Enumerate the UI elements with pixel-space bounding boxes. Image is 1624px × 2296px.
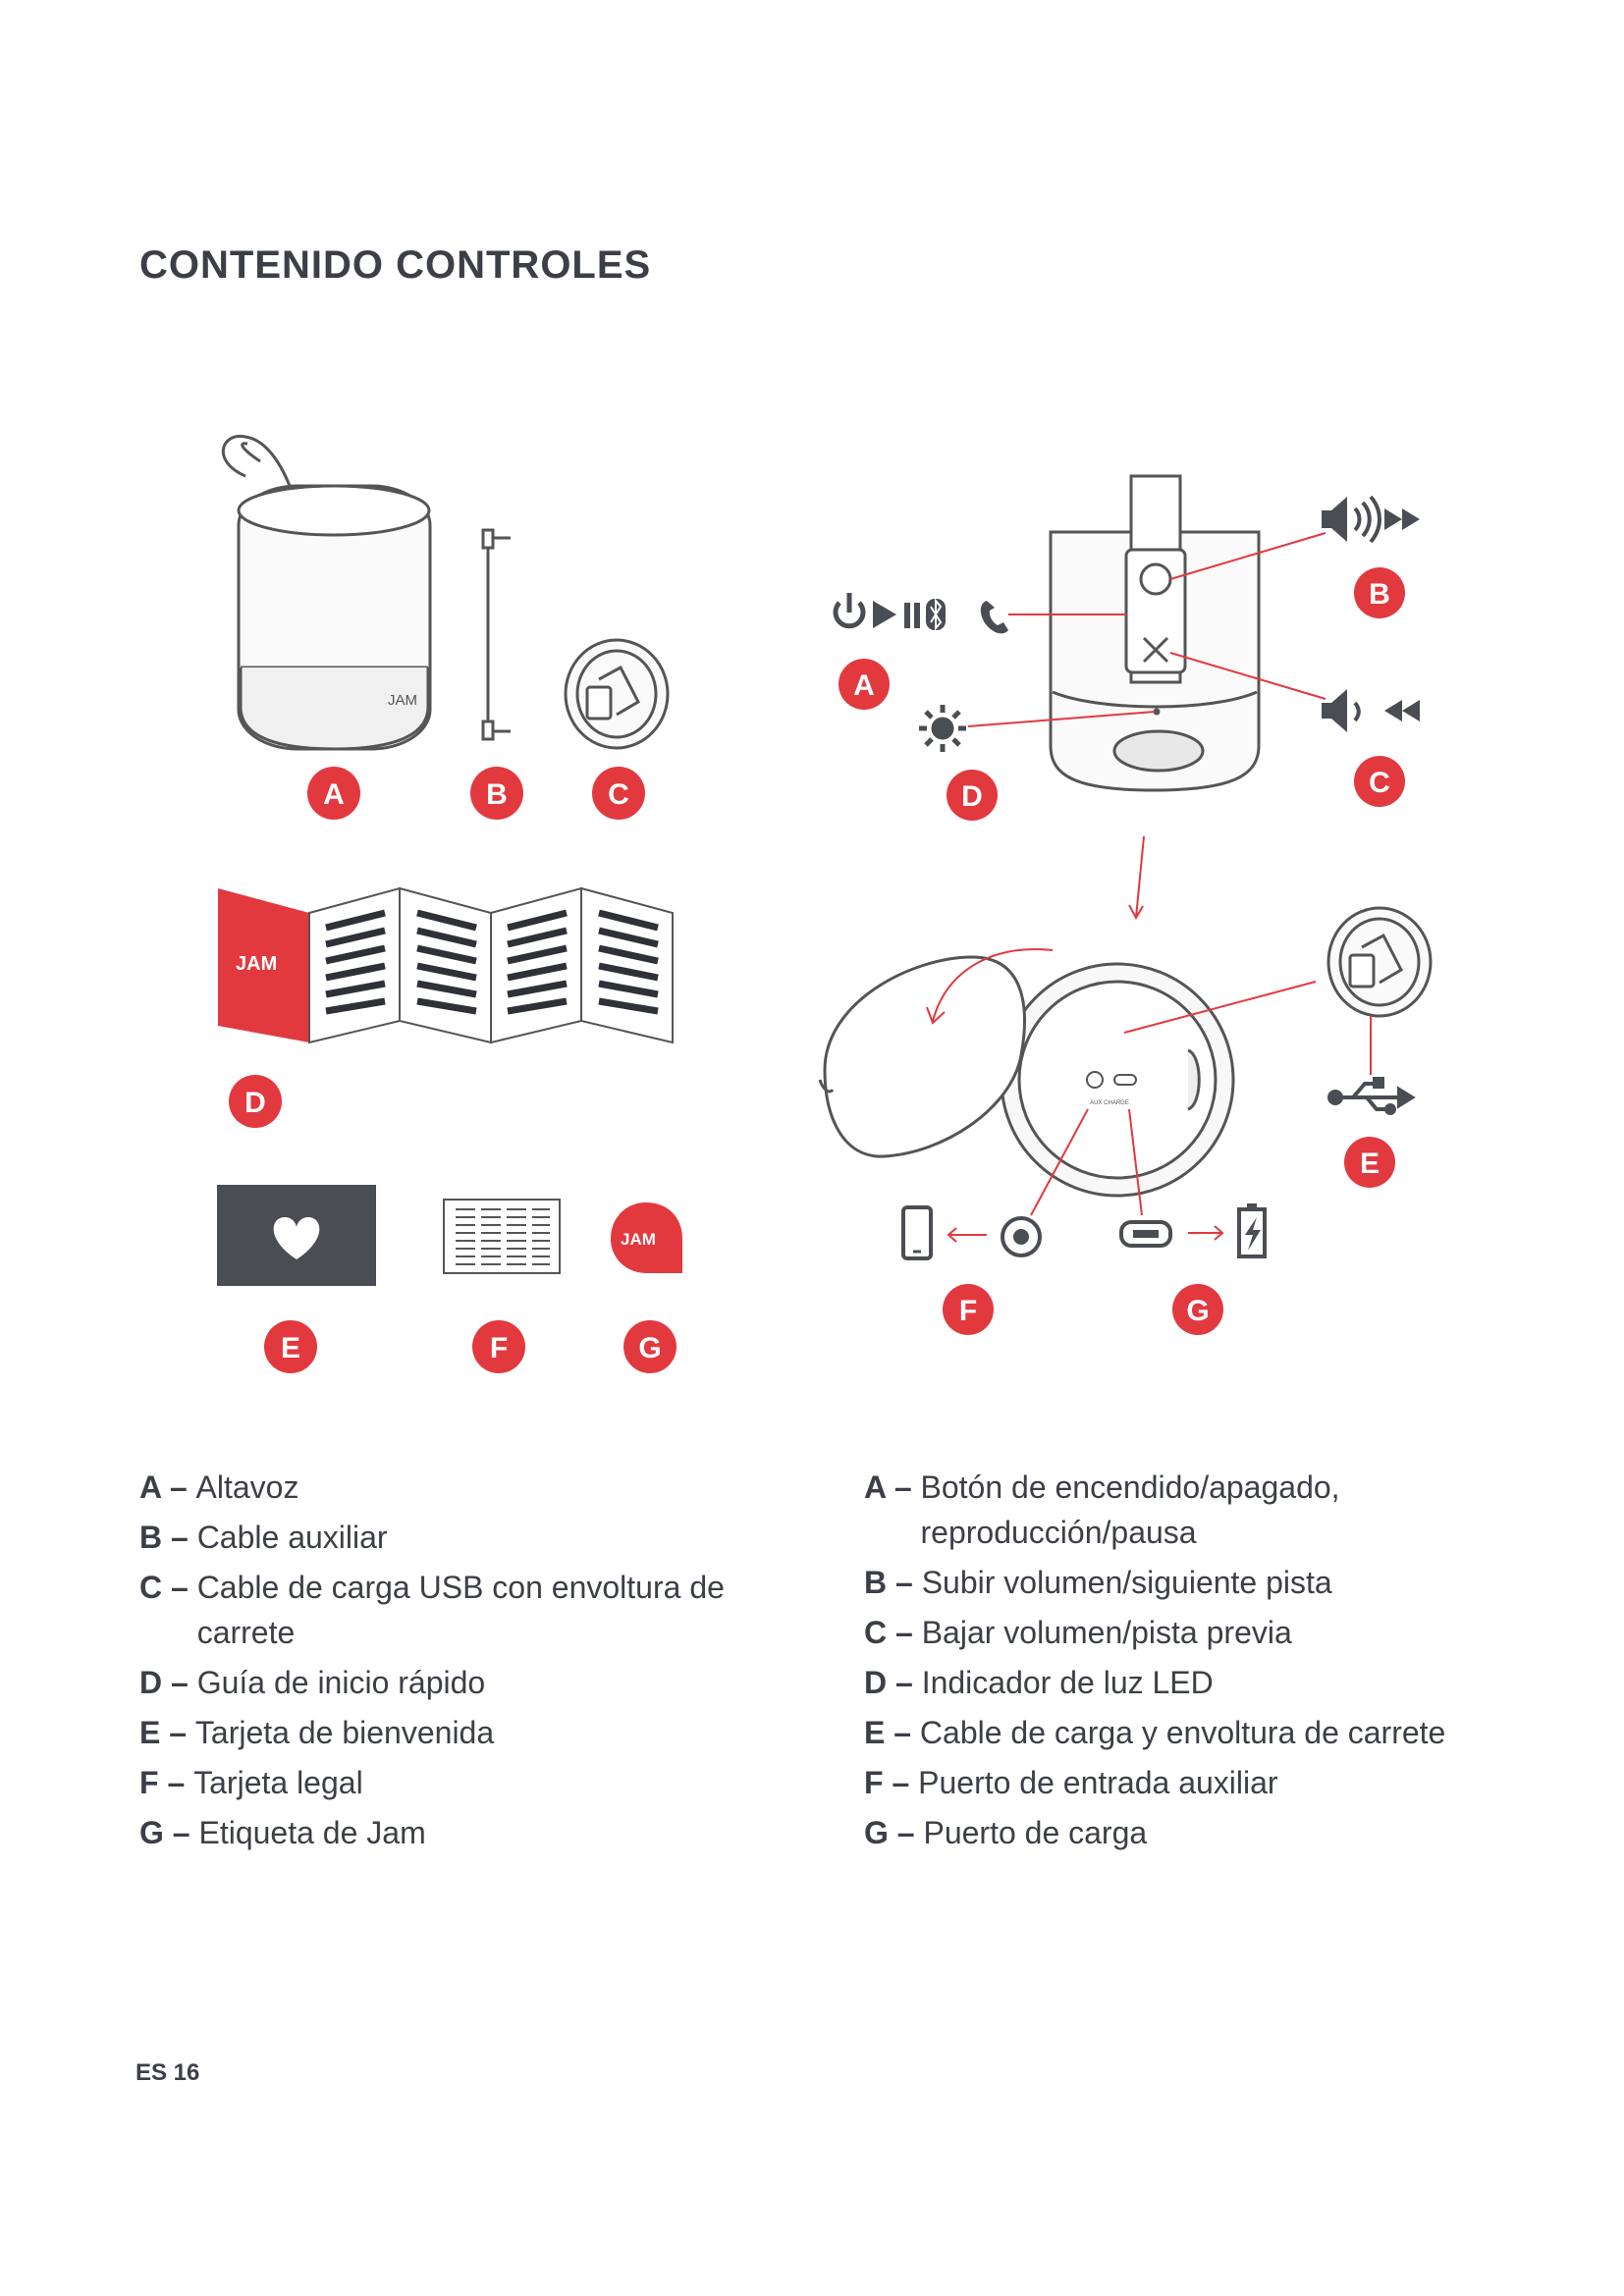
jam-label-icon: JAM (611, 1202, 682, 1273)
svg-text:E: E (281, 1332, 300, 1364)
badge-b: B (470, 767, 523, 820)
badge-a: A (307, 767, 360, 820)
heart-icon (217, 1185, 376, 1286)
legend-contents: A – Altavoz B – Cable auxiliar C – Cable… (139, 1465, 729, 1860)
label-logo: JAM (621, 1230, 656, 1249)
svg-text:C: C (1369, 767, 1390, 799)
speaker-side-view (1049, 474, 1261, 792)
badge-g: G (623, 1320, 677, 1373)
aux-port-icon (1001, 1216, 1042, 1257)
legend-item: B – Subir volumen/siguiente pista (864, 1565, 1332, 1600)
volume-down-icon (1322, 689, 1361, 732)
quick-start-guide-icon: JAM (218, 886, 674, 1044)
legend-controls: A – Botón de encendido/apagado, reproduc… (864, 1465, 1532, 1860)
badge-c-controls: C (1354, 756, 1405, 807)
svg-text:F: F (959, 1295, 977, 1327)
legend-item: E – Cable de carga y envoltura de carret… (864, 1715, 1446, 1750)
legend-item: D – Guía de inicio rápido (139, 1665, 486, 1700)
svg-text:G: G (638, 1332, 661, 1364)
usb-cable-reel-icon (564, 638, 670, 750)
legend-item: B – Cable auxiliar (139, 1520, 388, 1555)
legend-item: F – Tarjeta legal (139, 1765, 363, 1800)
guide-logo: JAM (236, 953, 277, 975)
svg-text:B: B (1369, 578, 1390, 611)
legend-item: D – Indicador de luz LED (864, 1665, 1214, 1700)
battery-icon (1237, 1203, 1267, 1258)
badge-b-controls: B (1354, 567, 1405, 618)
fast-forward-icon (1384, 508, 1420, 530)
svg-text:D: D (244, 1087, 266, 1119)
legend-item: F – Puerto de entrada auxiliar (864, 1765, 1278, 1800)
speaker-bottom-view (818, 955, 1235, 1198)
led-icon (919, 705, 966, 752)
play-icon (873, 601, 896, 628)
rewind-icon (1384, 700, 1420, 721)
phone-icon (980, 601, 1008, 634)
legend-item: G – Puerto de carga (864, 1815, 1148, 1850)
legend-item: A – Altavoz (139, 1469, 299, 1505)
legend-item: E – Tarjeta de bienvenida (139, 1715, 495, 1750)
speaker-icon (222, 435, 432, 751)
legend-item: C – Bajar volumen/pista previa (864, 1615, 1292, 1650)
speaker-logo: JAM (388, 692, 417, 709)
badge-d: D (229, 1075, 282, 1128)
smartphone-icon (901, 1205, 933, 1260)
power-icon (833, 593, 866, 629)
port-label: AUX CHARGE (1090, 1100, 1129, 1106)
volume-up-icon (1322, 495, 1381, 544)
pause-icon (904, 603, 920, 628)
charge-port-icon (1119, 1220, 1172, 1248)
svg-text:B: B (486, 778, 508, 811)
bluetooth-icon (926, 598, 946, 631)
legal-card-icon (443, 1199, 561, 1274)
usb-reel-controls (1326, 906, 1433, 1018)
illustrations: JAM A B C JAM D (217, 435, 1433, 1373)
svg-text:D: D (961, 780, 983, 813)
aux-cable-icon (481, 528, 511, 741)
badge-f-controls: F (943, 1284, 994, 1335)
svg-text:G: G (1186, 1295, 1209, 1327)
badge-e: E (264, 1320, 317, 1373)
badge-f: F (472, 1320, 525, 1373)
svg-text:F: F (490, 1332, 508, 1364)
svg-text:E: E (1360, 1148, 1380, 1180)
badge-a-controls: A (839, 659, 890, 710)
aux-port (1086, 1071, 1104, 1089)
svg-text:A: A (323, 778, 345, 811)
legend-item: A – Botón de encendido/apagado, reproduc… (864, 1469, 1340, 1550)
badge-c: C (592, 767, 645, 820)
legend-item: G – Etiqueta de Jam (139, 1815, 426, 1850)
badge-e-controls: E (1344, 1137, 1395, 1188)
badge-d-controls: D (947, 770, 998, 821)
legend-item: C – Cable de carga USB con envoltura de … (139, 1570, 725, 1650)
charge-port (1113, 1074, 1137, 1086)
page-title: CONTENIDO CONTROLES (139, 243, 652, 287)
svg-text:C: C (608, 778, 629, 811)
usb-icon (1327, 1077, 1416, 1115)
page-number: ES 16 (135, 2059, 200, 2086)
svg-text:A: A (853, 669, 875, 702)
badge-g-controls: G (1172, 1284, 1223, 1335)
